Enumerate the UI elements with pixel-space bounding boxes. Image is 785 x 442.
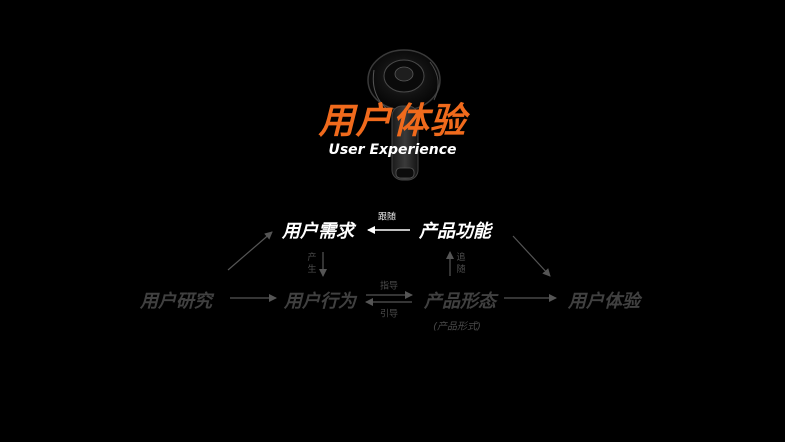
node-user-behavior: 用户行为 <box>284 291 356 312</box>
arrow-function-to-experience <box>512 235 551 277</box>
node-user-needs: 用户需求 <box>282 221 354 242</box>
page-title: 用户体验 <box>318 101 467 142</box>
node-product-function: 产品功能 <box>419 221 491 242</box>
label-produce: 产生 <box>307 253 317 275</box>
node-user-experience: 用户体验 <box>568 291 640 312</box>
arrow-research-to-needs <box>227 231 273 271</box>
label-trace: 追随 <box>456 253 466 275</box>
earbud-image <box>367 49 441 181</box>
node-user-research: 用户研究 <box>140 291 212 312</box>
label-guide-top: 指导 <box>379 281 399 292</box>
label-follow: 跟随 <box>377 212 397 223</box>
product-form-sublabel: (产品形式) <box>433 321 481 333</box>
label-guide-bottom: 引导 <box>379 309 399 320</box>
page-subtitle: User Experience <box>328 142 457 158</box>
node-product-form: 产品形态 <box>424 291 496 312</box>
